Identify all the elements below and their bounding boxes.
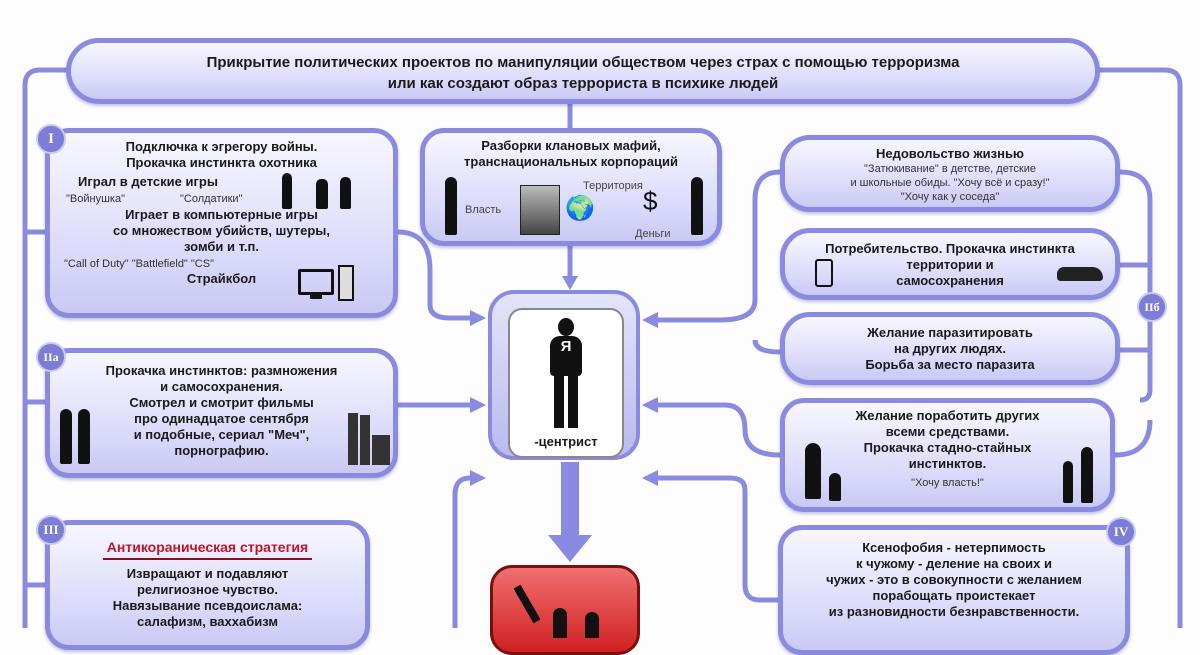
box-consumerism: Потребительство. Прокачка инстинкта терр… xyxy=(780,228,1120,300)
xenophobia-line-2: к чужому - деление на своих и xyxy=(856,556,1052,571)
enslave-line-4: инстинктов. xyxy=(908,456,987,471)
badge-III: III xyxy=(36,515,66,545)
parasite-line-3: Борьба за место паразита xyxy=(865,357,1035,372)
III-line-2: религиозное чувство. xyxy=(136,582,279,597)
enslave-quote: "Хочу власть!" xyxy=(911,477,984,489)
xenophobia-line-5: из разновидности безнравственности. xyxy=(828,604,1080,619)
enslave-line-1: Желание поработить других xyxy=(855,408,1040,423)
badge-IV: IV xyxy=(1106,517,1136,547)
IIa-line-4: про одинадцатое сентября xyxy=(134,411,309,426)
man-pointing-right-icon xyxy=(691,177,703,235)
enslave-line-3: Прокачка стадно-стайных xyxy=(863,440,1032,455)
title-line-1: Прикрытие политических проектов по манип… xyxy=(206,54,960,71)
IIa-line-5: и подобные, сериал "Меч", xyxy=(133,427,310,442)
ego-centrist-card: Я -центрист xyxy=(508,308,624,458)
III-line-1: Извращают и подавляют xyxy=(126,566,289,581)
airsoft-label: Страйкбол xyxy=(186,271,257,286)
enslave-line-2: всеми средствами. xyxy=(885,424,1010,439)
box-instincts-films: Прокачка инстинктов: размножения и самос… xyxy=(45,348,398,478)
car-icon xyxy=(1057,267,1103,281)
III-line-3: Навязывание псевдоислама: xyxy=(112,598,303,613)
badge-IIa: IIа xyxy=(36,342,66,372)
box-clan-mafias: Разборки клановых мафий, транснациональн… xyxy=(420,128,722,246)
xenophobia-line-3: чужих - это в совокупности с желанием xyxy=(826,572,1082,587)
ya-letter: Я xyxy=(550,336,582,376)
consumerism-line-3: самосохранения xyxy=(896,273,1004,288)
pc-game-titles: "Call of Duty" "Battlefield" "CS" xyxy=(64,258,214,270)
badge-IIb: IIб xyxy=(1137,292,1167,322)
title-line-2: или как создают образ террориста в психи… xyxy=(387,75,779,92)
dollar-icon: $ xyxy=(643,186,658,216)
ruins-photo-icon xyxy=(520,185,560,235)
phone-icon xyxy=(815,259,833,287)
IIa-line-1: Прокачка инстинктов: размножения xyxy=(105,363,338,378)
IIa-line-2: и самосохранения. xyxy=(160,379,283,394)
power-label: Власть xyxy=(465,204,502,216)
parasite-line-2: на других людях. xyxy=(893,341,1007,356)
box-war-egregor: Подключка к эгрегору войны. Прокачка инс… xyxy=(45,128,398,318)
discontent-heading: Недовольство жизнью xyxy=(875,146,1025,161)
ego-centrist-frame: Я -центрист xyxy=(488,290,640,460)
man-pointing-left-icon xyxy=(445,177,457,235)
game-voynushka: "Войнушка" xyxy=(66,193,125,205)
box-anti-koran-strategy: Антикораническая стратегия Извращают и п… xyxy=(45,520,370,650)
connector-lines xyxy=(22,67,1183,628)
xenophobia-line-4: порабощать проистекает xyxy=(872,588,1036,603)
man-silhouette-icon: Я xyxy=(546,318,586,428)
plays-pc-line-2: со множеством убийств, шутеры, xyxy=(112,223,331,238)
discontent-line-1: "Затюкивание" в детстве, детские xyxy=(864,163,1036,175)
title-box: Прикрытие политических проектов по манип… xyxy=(66,38,1100,104)
played-kids-games: Играл в детские игры xyxy=(78,174,218,189)
box-parasite: Желание паразитировать на других людях. … xyxy=(780,312,1120,385)
territory-label: Территория xyxy=(583,180,643,192)
plays-pc-line-3: зомби и т.п. xyxy=(184,239,259,254)
mafia-line-1: Разборки клановых мафий, xyxy=(481,138,661,153)
III-line-4: салафизм, ваххабизм xyxy=(137,614,278,629)
consumerism-line-2: территории и xyxy=(906,257,994,272)
world-map-icon: 🌍 xyxy=(565,195,595,222)
terrorist-box xyxy=(490,565,640,655)
parasite-line-1: Желание паразитировать xyxy=(867,325,1033,340)
box-discontent: Недовольство жизнью "Затюкивание" в детс… xyxy=(780,135,1120,212)
anti-koran-heading: Антикораническая стратегия xyxy=(102,539,313,560)
box-I-heading-1: Подключка к эгрегору войны. xyxy=(125,139,318,154)
mafia-line-2: транснациональных корпораций xyxy=(464,154,678,169)
box-enslave: Желание поработить других всеми средства… xyxy=(780,398,1115,512)
consumerism-line-1: Потребительство. Прокачка инстинкта xyxy=(825,241,1075,256)
IIa-line-3: Смотрел и смотрит фильмы xyxy=(129,395,314,410)
game-soldatiki: "Солдатики" xyxy=(180,193,243,205)
box-xenophobia: Ксенофобия - нетерпимость к чужому - дел… xyxy=(778,525,1130,655)
IIa-line-6: порнографию. xyxy=(174,443,269,458)
centrist-label: -центрист xyxy=(534,434,598,449)
box-I-heading-2: Прокачка инстинкта охотника xyxy=(126,155,317,170)
discontent-line-2: и школьные обиды. "Хочу всё и сразу!" xyxy=(850,177,1050,189)
badge-I: I xyxy=(36,124,66,154)
xenophobia-line-1: Ксенофобия - нетерпимость xyxy=(862,540,1046,555)
plays-pc-line-1: Играет в компьютерные игры xyxy=(125,207,318,222)
discontent-line-3: "Хочу как у соседа" xyxy=(900,191,1000,203)
money-label: Деньги xyxy=(635,228,671,240)
